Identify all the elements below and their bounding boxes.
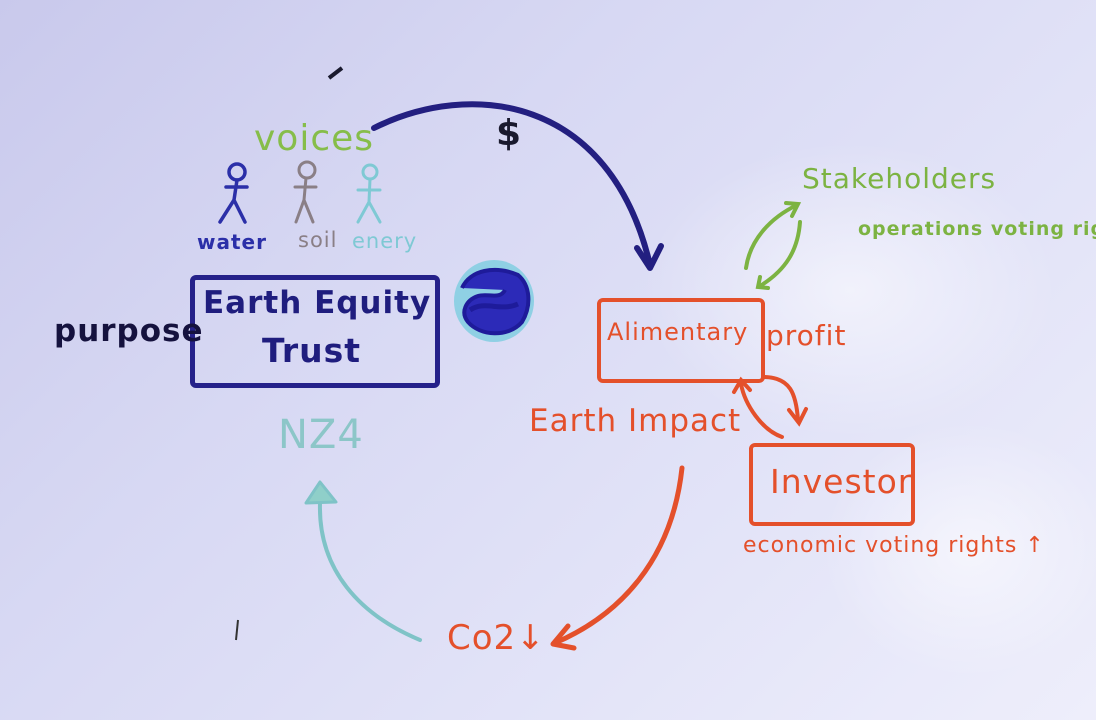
- profit-label: profit: [766, 319, 847, 352]
- trust-title-line2: Trust: [262, 331, 362, 370]
- impact-to-co2-arrow: [552, 465, 685, 646]
- trust-title-line1: Earth Equity: [203, 285, 432, 321]
- co2-to-nz-arrow: [317, 501, 422, 642]
- soil-label: soil: [298, 228, 338, 252]
- company-label: Alimentary: [607, 318, 749, 346]
- dollar-sign: $: [496, 113, 523, 154]
- trust-box: [190, 275, 440, 388]
- stakeholders-rights-label: operations voting rights: [858, 218, 1096, 240]
- profit-to-investor-arrow-head: [787, 407, 808, 427]
- stakeholders-arrow-down-head: [755, 275, 770, 290]
- stakeholders-arrow-down: [758, 220, 802, 288]
- co2-label: Co2↓: [447, 618, 546, 658]
- stick-figure-energy: [356, 163, 382, 224]
- voices-label: voices: [254, 118, 375, 159]
- investor-box: [749, 443, 915, 526]
- globe-icon: [454, 260, 534, 342]
- stick-figure-water: [218, 162, 249, 224]
- stakeholders-label: Stakeholders: [802, 162, 997, 195]
- investor-to-company-arrow: [739, 382, 784, 439]
- purpose-label: purpose: [54, 313, 204, 349]
- profit-to-investor-arrow: [763, 375, 800, 422]
- money-arrow-head: [634, 243, 664, 271]
- light-glare: [640, 140, 1060, 440]
- stakeholders-arrow-up-head: [784, 201, 802, 218]
- stick-figure-soil: [293, 160, 318, 224]
- money-flow-arrow: [371, 101, 653, 268]
- co2-to-nz-arrow-head: [304, 480, 338, 505]
- water-label: water: [197, 230, 267, 254]
- energy-label: enery: [352, 229, 418, 253]
- earth-impact-label: Earth Impact: [529, 403, 742, 439]
- investor-rights-label: economic voting rights ↑: [743, 533, 1045, 558]
- stakeholders-arrow-up: [744, 203, 799, 270]
- company-box: [597, 298, 765, 383]
- nz-label: NZ4: [278, 412, 364, 458]
- light-glare: [820, 420, 1096, 680]
- marker-scribble: [327, 66, 344, 80]
- investor-label: Investor: [770, 462, 913, 501]
- impact-to-co2-arrow-head: [550, 623, 577, 651]
- stray-mark: [235, 619, 239, 641]
